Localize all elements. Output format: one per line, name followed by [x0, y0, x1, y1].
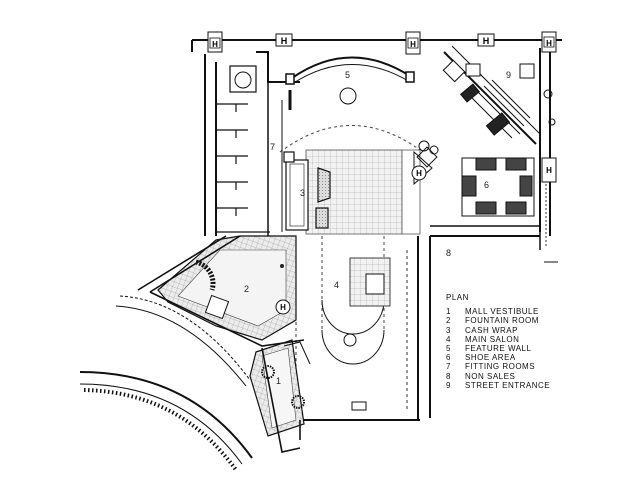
legend-item: 5 FEATURE WALL: [446, 344, 626, 353]
tile-floor-side: [401, 149, 421, 235]
street-entrance: [442, 45, 556, 145]
legend-item-label: STREET ENTRANCE: [465, 380, 551, 390]
legend-item: 7 FITTING ROOMS: [446, 362, 626, 371]
salon-dashed-arc: [279, 125, 421, 330]
legend-item: 2 FOUNTAIN ROOM: [446, 316, 626, 325]
legend-item-number: 7: [446, 362, 451, 372]
legend-item-label: SHOE AREA: [465, 353, 516, 363]
legend-item-number: 9: [446, 380, 451, 390]
column-marker: H: [411, 165, 427, 181]
room-number-3: 3: [300, 188, 305, 198]
room-number-8: 8: [446, 248, 451, 258]
feature-wall: [285, 56, 415, 105]
exterior-walls: [191, 39, 562, 421]
fitting-rooms: [216, 65, 295, 236]
legend-item: 1 MALL VESTIBULE: [446, 307, 626, 316]
legend-item: 8 NON SALES: [446, 372, 626, 381]
column-h-label: H: [280, 303, 286, 312]
room-number-5: 5: [345, 70, 350, 80]
room-number-7: 7: [270, 142, 275, 152]
shoe-area: [413, 140, 535, 217]
legend-item-number: 1: [446, 307, 451, 317]
column-marker: H: [541, 157, 557, 183]
column-h-label: H: [212, 40, 218, 49]
legend-item: 3 CASH WRAP: [446, 326, 626, 335]
legend-item-label: FOUNTAIN ROOM: [465, 316, 539, 326]
room-number-4: 4: [334, 280, 339, 290]
column-marker: H: [541, 31, 557, 53]
non-sales-walls: [430, 225, 558, 263]
column-h-label: H: [483, 36, 490, 46]
column-h-label: H: [546, 166, 552, 175]
column-marker: H: [275, 33, 293, 47]
fountain-room: [157, 235, 297, 341]
room-number-1: 1: [276, 376, 281, 386]
room-number-9: 9: [506, 70, 511, 80]
legend-item: 9 STREET ENTRANCE: [446, 381, 626, 390]
legend-item: 6 SHOE AREA: [446, 353, 626, 362]
room-number-2: 2: [244, 284, 249, 294]
legend-item-number: 4: [446, 334, 451, 344]
legend-item-number: 2: [446, 316, 451, 326]
column-marker: H: [275, 299, 291, 315]
column-marker: H: [405, 31, 421, 55]
column-h-label: H: [546, 39, 552, 48]
column-h-label: H: [281, 36, 288, 46]
room-number-6: 6: [484, 180, 489, 190]
legend-item-label: CASH WRAP: [465, 325, 518, 335]
legend-item-label: FITTING ROOMS: [465, 362, 536, 372]
plan-legend: PLAN 1 MALL VESTIBULE 2 FOUNTAIN ROOM 3 CASH …: [446, 293, 626, 390]
legend-item-number: 5: [446, 344, 451, 354]
column-h-label: H: [410, 40, 416, 49]
legend-item-label: FEATURE WALL: [465, 344, 532, 354]
column-h-label: H: [416, 169, 422, 178]
mall-facade: [79, 295, 253, 472]
mall-vestibule: [249, 339, 311, 437]
legend-item-number: 8: [446, 371, 451, 381]
column-marker: H: [477, 33, 495, 47]
cash-wrap-counter: [285, 159, 331, 231]
legend-item-number: 3: [446, 325, 451, 335]
column-markers: H H H H H H H H: [207, 31, 557, 315]
room-numbers: 1 2 3 4 5 6 7 8 9: [244, 70, 511, 386]
legend-item-label: MAIN SALON: [465, 334, 520, 344]
angled-walls: [137, 235, 305, 453]
legend-item-number: 6: [446, 353, 451, 363]
legend-item-label: NON SALES: [465, 371, 516, 381]
column-marker: H: [207, 31, 223, 53]
legend-item-label: MALL VESTIBULE: [465, 307, 539, 317]
legend-item: 4 MAIN SALON: [446, 335, 626, 344]
legend-title: PLAN: [446, 293, 469, 302]
main-salon: [321, 257, 391, 411]
